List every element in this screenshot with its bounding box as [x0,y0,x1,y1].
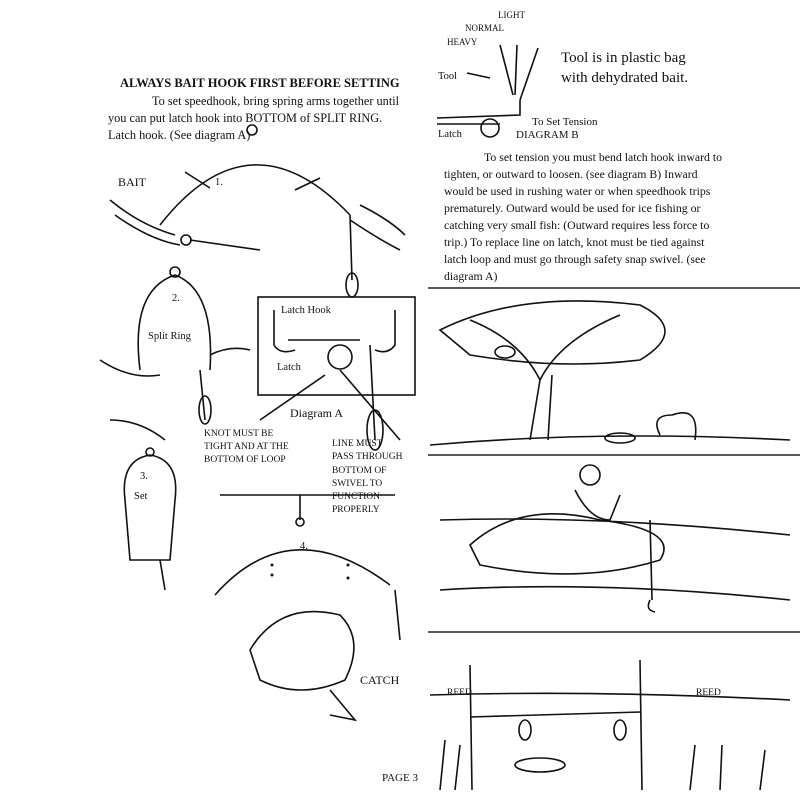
knot-note-line: KNOT MUST BE [204,429,274,439]
line-note-line: PROPERLY [332,505,380,516]
line-note-line: PASS THROUGH [332,452,403,463]
intro-line: you can put latch hook into BOTTOM of SP… [108,111,383,125]
tension-line: latch loop and must go through safety sn… [444,252,706,266]
latch-hook-label: Latch Hook [281,305,331,316]
tool-note: Tool is in plastic bag with dehydrated b… [561,48,688,88]
line-note-line: LINE MUST [332,439,383,449]
line-note-line: FUNCTION [332,492,381,503]
line-note: LINE MUST PASS THROUGH BOTTOM OF SWIVEL … [332,438,403,518]
latch-label: Latch [277,362,301,373]
normal-label: NORMAL [465,23,505,33]
line-note-line: BOTTOM OF [332,465,387,476]
diagram-b-title: DIAGRAM B [516,129,579,141]
set-label: Set [134,491,148,502]
step1-label: 1. [215,177,223,188]
step1-speedhook-drawing [109,124,406,298]
tool-label: Tool [438,71,458,82]
heading: ALWAYS BAIT HOOK FIRST BEFORE SETTING [120,76,400,90]
tension-line: catching very small fish: (Outward requi… [444,218,710,232]
step2-label: 2. [172,293,180,304]
heavy-label: HEAVY [447,37,478,47]
tool-note-line: Tool is in plastic bag [561,50,686,66]
step2-speedhook-drawing [99,266,251,425]
latch-b-label: Latch [438,129,462,140]
intro-line: Latch hook. (See diagram A) [108,128,251,142]
reed-left-label: REED [447,688,472,698]
reed-right-label: REED [696,688,721,698]
knot-note: KNOT MUST BE TIGHT AND AT THE BOTTOM OF … [204,428,289,467]
diagram-a-drawing [257,296,416,451]
tension-line: would be used in rushing water or when s… [444,184,711,198]
intro-text: To set speedhook, bring spring arms toge… [108,93,399,144]
diagram-b-drawing [436,44,539,138]
line-note-line: SWIVEL TO [332,478,383,489]
page-number: PAGE 3 [382,772,418,784]
tension-line: diagram A) [444,269,498,283]
ice-fishing-scene [439,464,791,613]
to-set-tension-label: To Set Tension [532,116,598,128]
diagram-a-title: Diagram A [290,406,343,420]
light-label: LIGHT [498,10,525,20]
step4-catch-drawing [214,494,401,722]
bait-label: BAIT [118,175,146,189]
catch-label: CATCH [360,673,400,687]
tension-line: tighten, or outward to loosen. (see diag… [444,167,698,181]
knot-note-line: TIGHT AND AT THE [204,442,289,452]
tension-text: To set tension you must bend latch hook … [444,149,722,285]
tool-note-line: with dehydrated bait. [561,70,689,86]
tension-line: To set tension you must bend latch hook … [484,150,723,164]
tension-line: trip.) To replace line on latch, knot mu… [444,235,705,249]
knot-note-line: BOTTOM OF LOOP [204,455,286,465]
tension-line: prematurely. Outward would be used for i… [444,201,701,215]
split-ring-label: Split Ring [148,331,191,342]
tree-squirrel-scene [429,300,791,446]
step3-label: 3. [140,471,148,482]
step3-speedhook-drawing [109,419,177,591]
reed-scene [429,659,791,791]
step4-label: 4. [300,541,308,552]
intro-line: To set speedhook, bring spring arms toge… [152,94,400,108]
